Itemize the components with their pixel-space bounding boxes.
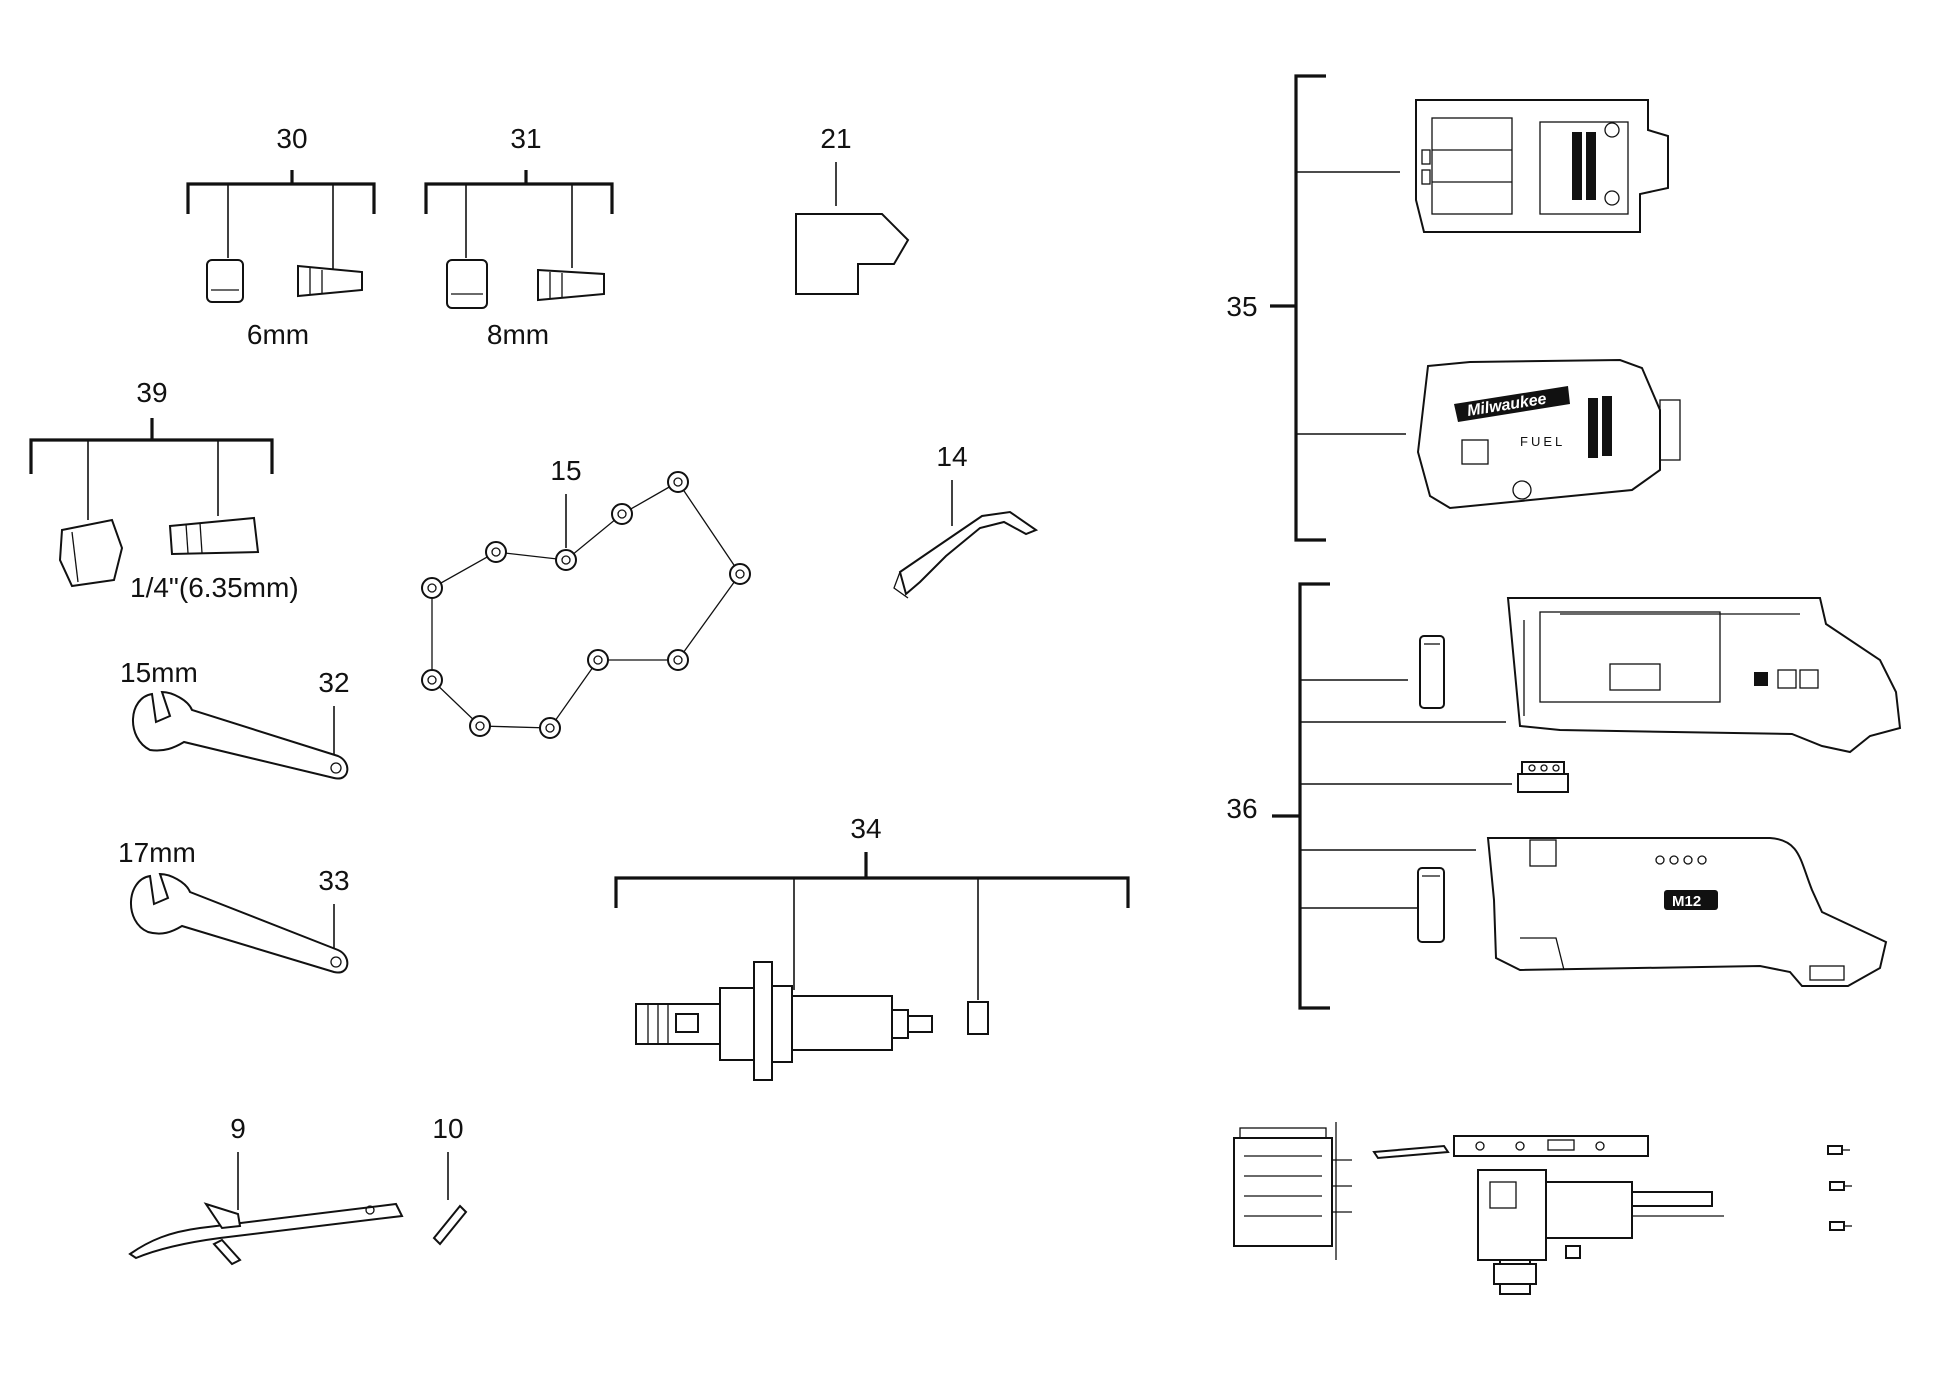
- part-30-collet-6mm: 30 6mm: [186, 123, 376, 350]
- housing-half-icon: [1415, 99, 1669, 233]
- part-35-motor-housing-set: 35 Milwaukee FUEL: [1226, 74, 1681, 542]
- label-9: 9: [230, 1113, 246, 1144]
- label-30: 30: [276, 123, 307, 154]
- size-8mm: 8mm: [487, 319, 549, 350]
- collet-nut-icon: [446, 259, 488, 309]
- part-34-spindle-assembly: 34: [614, 813, 1130, 1081]
- part-15-chain: 15: [421, 455, 751, 739]
- end-cap-icon: [1417, 867, 1445, 943]
- label-14: 14: [936, 441, 967, 472]
- label-39: 39: [136, 377, 167, 408]
- part-21-label: 21: [795, 123, 910, 295]
- motor-stator-icon: [1233, 1122, 1352, 1260]
- label-plate-icon: [795, 213, 910, 295]
- collet-icon: [168, 516, 260, 556]
- circuit-board-icon: [1453, 1135, 1649, 1157]
- label-34: 34: [850, 813, 881, 844]
- part-14-spring-clip: 14: [893, 441, 1039, 599]
- collet-icon: [537, 268, 605, 302]
- part-33-wrench-17mm: 17mm 33: [118, 837, 350, 974]
- label-15: 15: [550, 455, 581, 486]
- part-31-collet-8mm: 31 8mm: [424, 123, 614, 350]
- pin-icon: [432, 1204, 468, 1246]
- collet-icon: [297, 264, 363, 298]
- size-quarter-inch: 1/4"(6.35mm): [130, 572, 299, 603]
- handle-half-icon: [1506, 597, 1902, 754]
- label-36: 36: [1226, 793, 1257, 824]
- lever-icon: [128, 1202, 404, 1260]
- label-21: 21: [820, 123, 851, 154]
- spindle-icon: [635, 961, 933, 1081]
- collet-nut-icon: [206, 259, 244, 303]
- housing-cover-icon: Milwaukee FUEL: [1416, 358, 1681, 510]
- screw-icon: [1827, 1145, 1852, 1231]
- battery-badge-text: M12: [1672, 893, 1701, 910]
- size-17mm: 17mm: [118, 837, 196, 868]
- part-36-handle-housing-set: 36: [1226, 582, 1902, 1010]
- part-9-lock-lever: 9: [128, 1113, 404, 1266]
- size-6mm: 6mm: [247, 319, 309, 350]
- label-32: 32: [318, 667, 349, 698]
- label-31: 31: [510, 123, 541, 154]
- spring-clip-icon: [898, 510, 1039, 596]
- label-35: 35: [1226, 291, 1257, 322]
- series-text: FUEL: [1520, 434, 1565, 449]
- collet-nut-icon: [58, 518, 124, 588]
- key-icon: [967, 1001, 989, 1035]
- size-15mm: 15mm: [120, 657, 198, 688]
- wrench-icon: [130, 872, 349, 974]
- terminal-block-icon: [1517, 761, 1569, 793]
- label-10: 10: [432, 1113, 463, 1144]
- motor-assembly: [1233, 1122, 1852, 1295]
- gearbox-icon: [1477, 1169, 1724, 1295]
- label-33: 33: [318, 865, 349, 896]
- end-cap-icon: [1419, 635, 1445, 709]
- part-10-pin: 10: [432, 1113, 468, 1246]
- blade-icon: [1372, 1144, 1450, 1160]
- part-39-collet-quarter-inch: 39 1/4"(6.35mm): [29, 377, 299, 603]
- chain-link-icon: [421, 471, 751, 739]
- handle-cover-icon: M12: [1486, 837, 1888, 987]
- part-32-wrench-15mm: 15mm 32: [120, 657, 350, 780]
- wrench-icon: [132, 690, 349, 780]
